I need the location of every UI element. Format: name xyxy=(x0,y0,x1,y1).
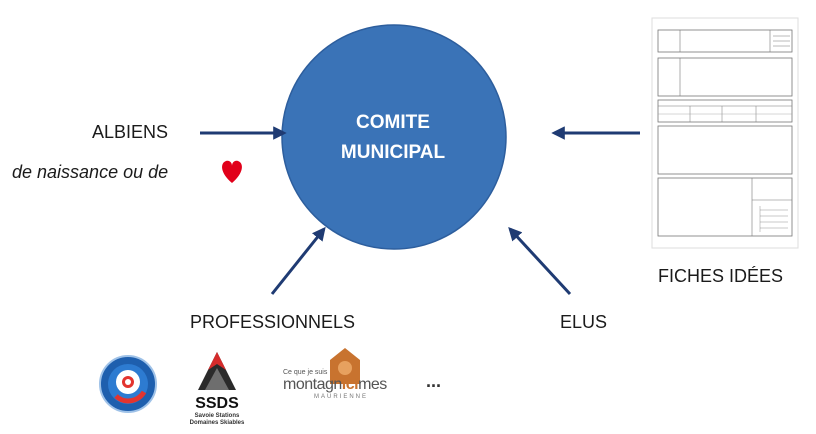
elus-label: ELUS xyxy=(560,312,608,332)
ssds-logo-subtitle-line1: Savoie Stations xyxy=(194,413,240,419)
heart-icon xyxy=(222,160,242,183)
montagnicimes-part3: mes xyxy=(358,376,387,393)
arrow-professionnels xyxy=(270,226,326,295)
albiens-label: ALBIENS xyxy=(92,122,169,142)
ssds-logo-icon xyxy=(198,352,236,390)
montagnicimes-logo-icon xyxy=(330,348,360,384)
montagnicimes-part2: ici xyxy=(341,376,359,393)
montagnicimes-logo-text: montagnicimes xyxy=(283,376,387,394)
ssds-logo-subtitle-line2: Domaines Skiables xyxy=(189,420,245,426)
montagnicimes-small-text: Ce que je suis xyxy=(283,369,328,376)
center-label-line1: COMITE xyxy=(356,112,430,133)
montagnicimes-part1: montagn xyxy=(283,376,342,393)
center-label: COMITE MUNICIPAL xyxy=(318,108,468,168)
more-logos-ellipsis: ... xyxy=(426,371,442,391)
professionnels-label: PROFESSIONNELS xyxy=(190,312,356,332)
fiche-idees-document xyxy=(651,17,799,249)
montagnicimes-sub-text: MAURIENNE xyxy=(314,394,369,400)
fiches-idees-label: FICHES IDÉES xyxy=(658,266,784,286)
esf-logo xyxy=(99,355,157,413)
ssds-logo-subtitle: Savoie Stations Domaines Skiables xyxy=(180,413,254,427)
albiens-tagline: de naissance ou de xyxy=(12,162,169,182)
ssds-logo-name: SSDS xyxy=(195,395,239,412)
arrow-elus xyxy=(508,227,572,296)
center-label-line2: MUNICIPAL xyxy=(340,142,446,163)
